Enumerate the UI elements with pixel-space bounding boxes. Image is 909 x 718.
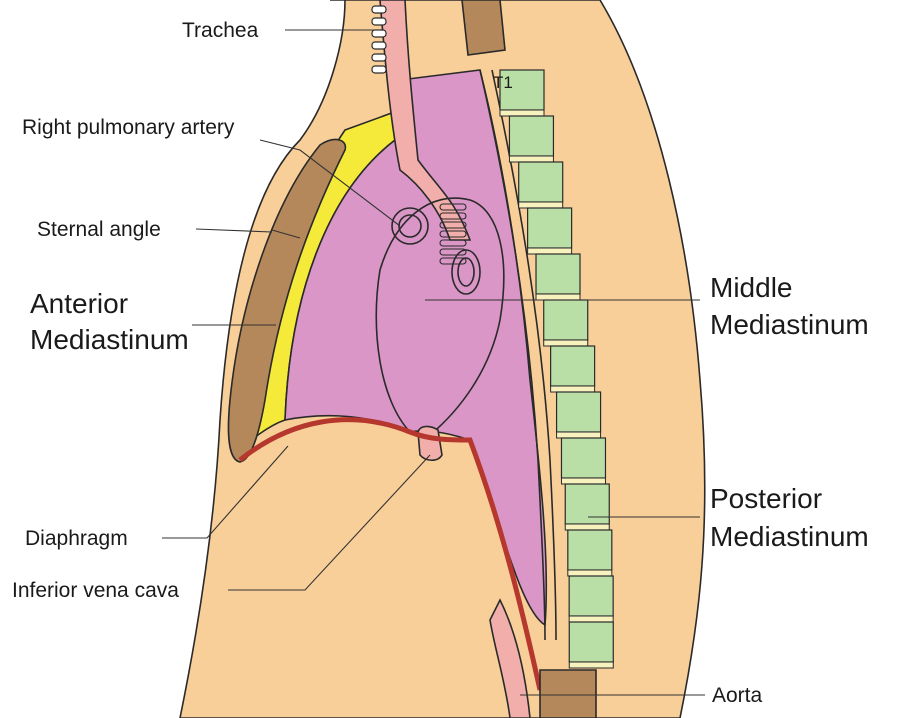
trachea-ring [372,30,386,37]
vertebra [557,392,601,432]
vertebra [528,208,572,248]
t1-label: T1 [493,73,513,92]
vertebra [569,576,613,616]
vertebra [568,530,612,570]
vertebra [509,116,553,156]
intervertebral-disc [551,386,595,392]
intervertebral-disc [519,202,563,208]
trachea-ring [372,18,386,25]
posterior-mediastinum-label-1: Posterior [710,483,822,514]
lumbar-bone [540,670,596,718]
posterior-mediastinum-label-2: Mediastinum [710,521,869,552]
vertebra [561,438,605,478]
trachea-ring [372,66,386,73]
intervertebral-disc [509,156,553,162]
middle-mediastinum-label-1: Middle [710,272,792,303]
intervertebral-disc [569,662,613,668]
vertebra [565,484,609,524]
middle-mediastinum-label-2: Mediastinum [710,309,869,340]
intervertebral-disc [565,524,609,530]
intervertebral-disc [568,570,612,576]
intervertebral-disc [544,340,588,346]
intervertebral-disc [500,110,544,116]
vertebra [569,622,613,662]
trachea-ring [372,6,386,13]
anterior-mediastinum-label-1: Anterior [30,288,128,319]
vertebra [536,254,580,294]
trachea-ring [372,54,386,61]
vertebra [551,346,595,386]
diaphragm-label: Diaphragm [25,527,128,550]
intervertebral-disc [557,432,601,438]
sternal-angle-label: Sternal angle [37,218,161,241]
trachea-ring [372,42,386,49]
intervertebral-disc [569,616,613,622]
inferior-vena-cava-label: Inferior vena cava [12,579,179,602]
trachea-label: Trachea [182,19,259,42]
intervertebral-disc [528,248,572,254]
aorta-label: Aorta [712,684,763,707]
right-pulmonary-artery-label: Right pulmonary artery [22,116,235,139]
anterior-mediastinum-label-2: Mediastinum [30,324,189,355]
intervertebral-disc [536,294,580,300]
cervical-vertebra [462,0,505,55]
intervertebral-disc [561,478,605,484]
vertebra [519,162,563,202]
vertebra [544,300,588,340]
